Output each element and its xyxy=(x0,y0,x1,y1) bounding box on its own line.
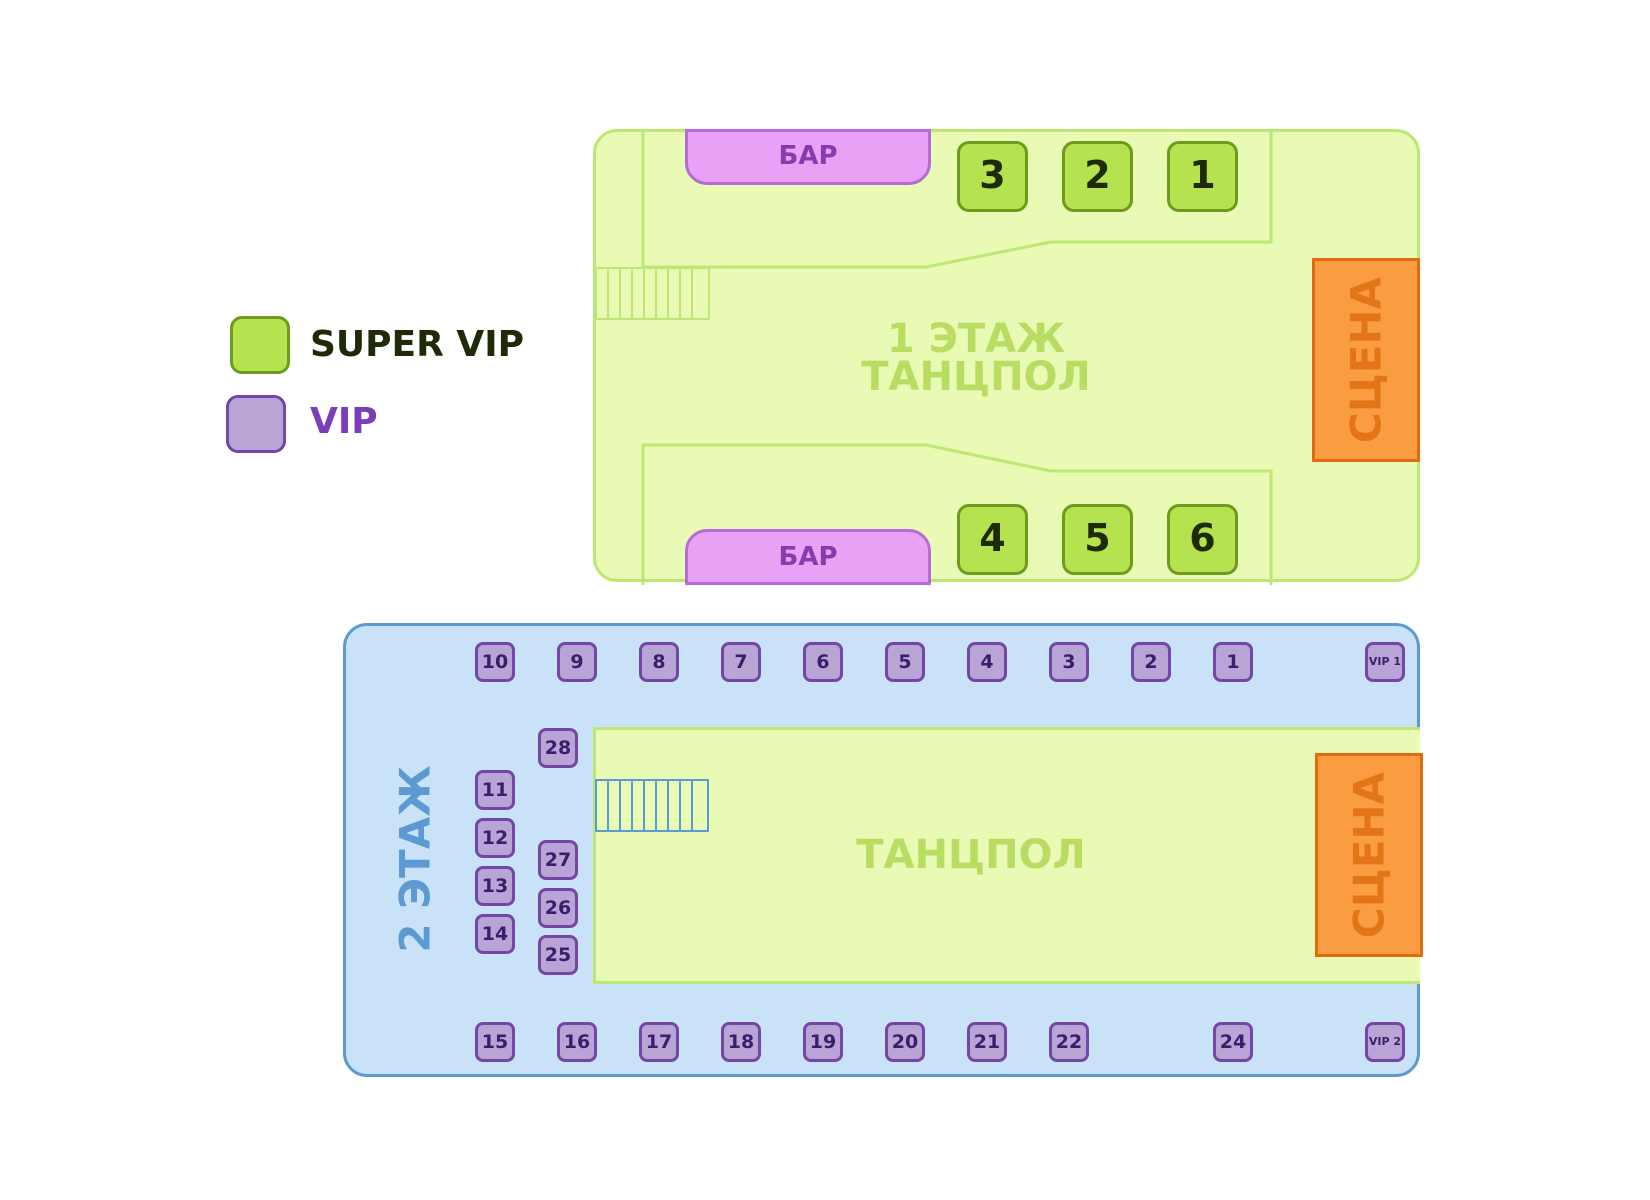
vip-table[interactable]: 15 xyxy=(475,1022,515,1062)
super-vip-table[interactable]: 3 xyxy=(957,141,1028,212)
vip-table[interactable]: 10 xyxy=(475,642,515,682)
legend-vip-label: VIP xyxy=(310,401,378,442)
vip-table[interactable]: 5 xyxy=(885,642,925,682)
floor-2-stairs xyxy=(595,779,709,832)
floor-1-stage-label: СЦЕНА xyxy=(1341,276,1391,444)
vip-table[interactable]: 7 xyxy=(721,642,761,682)
vip-table[interactable]: 26 xyxy=(538,888,578,928)
vip-table[interactable]: 6 xyxy=(803,642,843,682)
floor-1-plan: БАР БАР 3 2 1 4 5 6 СЦЕНА 1 ЭТАЖ ТАНЦПОЛ xyxy=(593,129,1420,585)
floor-1-bar-bottom-label: БАР xyxy=(778,542,838,572)
super-vip-table[interactable]: 4 xyxy=(957,504,1028,575)
floor-2-dance-floor: ТАНЦПОЛ СЦЕНА xyxy=(593,727,1423,984)
super-vip-table[interactable]: 1 xyxy=(1167,141,1238,212)
vip-table[interactable]: 2 xyxy=(1131,642,1171,682)
vip-table[interactable]: 24 xyxy=(1213,1022,1253,1062)
vip-table[interactable]: 3 xyxy=(1049,642,1089,682)
vip-table[interactable]: 19 xyxy=(803,1022,843,1062)
floor-1-dance-floor: ТАНЦПОЛ xyxy=(861,354,1091,400)
super-vip-table[interactable]: 2 xyxy=(1062,141,1133,212)
floor-1-stairs xyxy=(596,267,710,320)
legend-vip-swatch xyxy=(226,395,286,453)
vip-table[interactable]: 25 xyxy=(538,935,578,975)
super-vip-table[interactable]: 6 xyxy=(1167,504,1238,575)
floor-1-bar-bottom: БАР xyxy=(685,529,931,585)
floor-1-bar-top-label: БАР xyxy=(778,141,838,171)
legend-super-vip-swatch xyxy=(230,316,290,374)
floor-2-dance-floor-label: ТАНЦПОЛ xyxy=(856,832,1086,878)
vip-table[interactable]: 16 xyxy=(557,1022,597,1062)
vip-table[interactable]: 20 xyxy=(885,1022,925,1062)
floor-2-stage: СЦЕНА xyxy=(1315,753,1423,957)
floor-1-title: 1 ЭТАЖ xyxy=(886,316,1066,362)
vip-table[interactable]: 11 xyxy=(475,770,515,810)
floor-1-walls xyxy=(596,132,1273,585)
vip-1-table[interactable]: VIP 1 xyxy=(1365,642,1405,682)
vip-table[interactable]: 8 xyxy=(639,642,679,682)
vip-table[interactable]: 18 xyxy=(721,1022,761,1062)
vip-table[interactable]: 9 xyxy=(557,642,597,682)
legend-super-vip-label: SUPER VIP xyxy=(310,324,525,365)
vip-table[interactable]: 28 xyxy=(538,728,578,768)
vip-table[interactable]: 27 xyxy=(538,840,578,880)
super-vip-table[interactable]: 5 xyxy=(1062,504,1133,575)
vip-table[interactable]: 1 xyxy=(1213,642,1253,682)
floor-1-dance-floor-label: 1 ЭТАЖ ТАНЦПОЛ xyxy=(836,316,1116,400)
floor-1-stage: СЦЕНА xyxy=(1312,258,1420,462)
vip-2-table[interactable]: VIP 2 xyxy=(1365,1022,1405,1062)
floor-2-stage-label: СЦЕНА xyxy=(1344,771,1394,939)
floor-1-bar-top: БАР xyxy=(685,129,931,185)
floor-2-title: 2 ЭТАЖ xyxy=(390,765,440,953)
vip-table[interactable]: 13 xyxy=(475,866,515,906)
floor-2-plan: 2 ЭТАЖ 10 9 8 7 6 5 4 3 2 1 VIP 1 11 12 … xyxy=(343,623,1423,1077)
vip-table[interactable]: 22 xyxy=(1049,1022,1089,1062)
vip-table[interactable]: 12 xyxy=(475,818,515,858)
vip-table[interactable]: 21 xyxy=(967,1022,1007,1062)
vip-table[interactable]: 14 xyxy=(475,914,515,954)
vip-table[interactable]: 4 xyxy=(967,642,1007,682)
vip-table[interactable]: 17 xyxy=(639,1022,679,1062)
